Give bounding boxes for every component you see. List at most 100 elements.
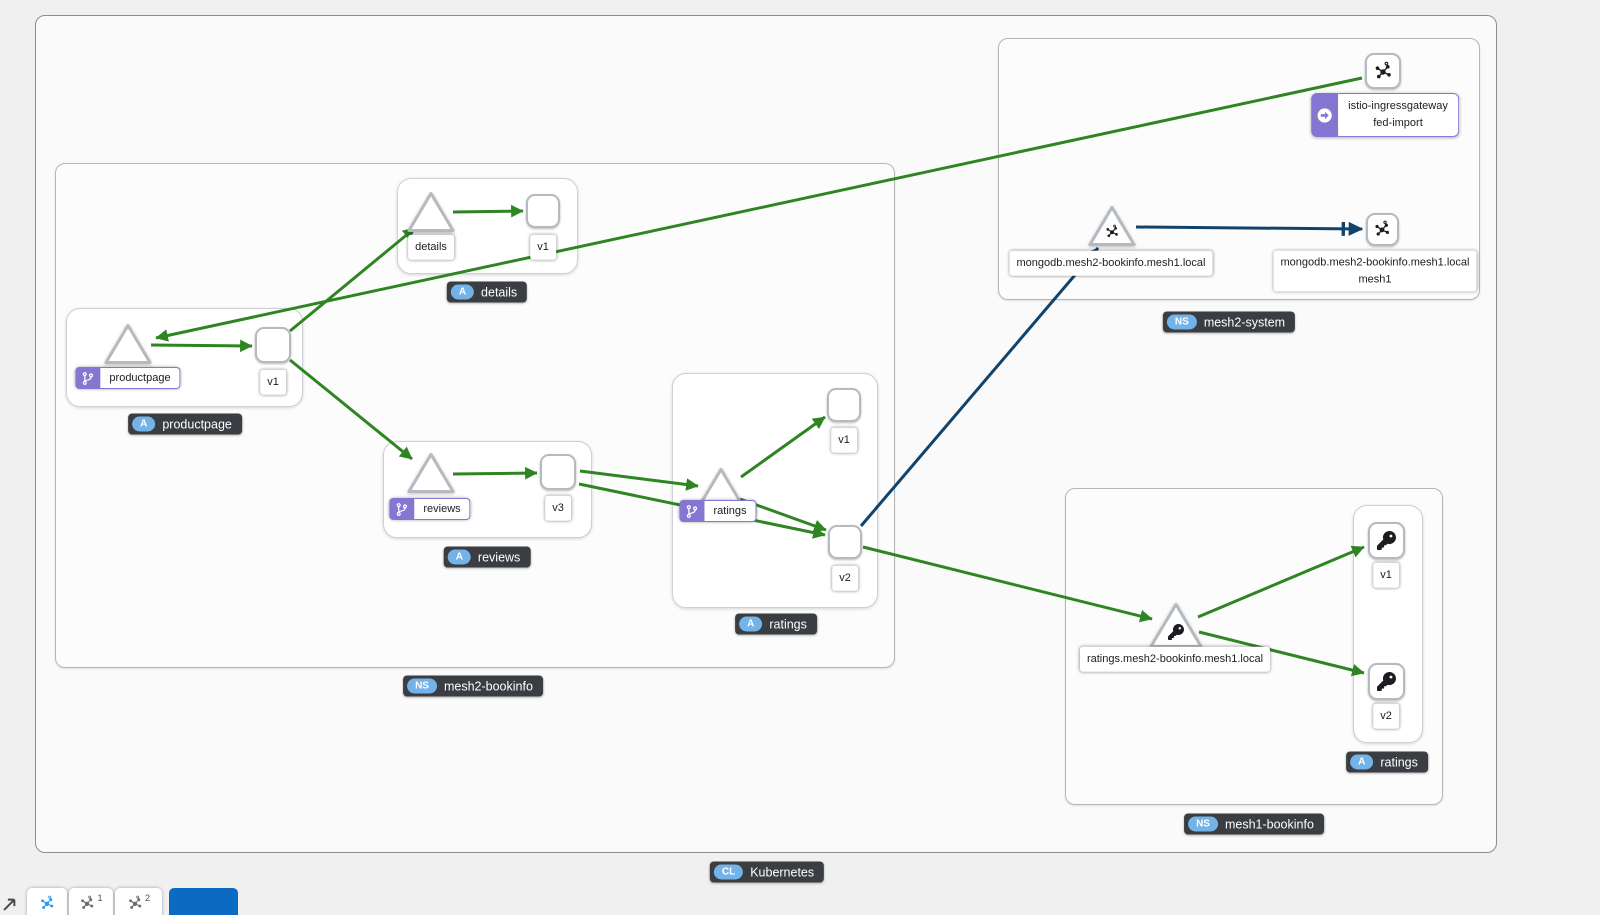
badge-label-mesh2-bookinfo: mesh2-bookinfo bbox=[443, 679, 533, 693]
node-label-istio-ingressgateway: istio-ingressgateway fed-import bbox=[1311, 92, 1459, 138]
badge-pill-ratings: A bbox=[739, 616, 763, 632]
badge-label-productpage: productpage bbox=[162, 417, 232, 431]
node-label-details-v1: v1 bbox=[530, 234, 556, 260]
node-mongodb-mesh1[interactable] bbox=[1365, 212, 1399, 246]
primary-action-button[interactable] bbox=[169, 888, 238, 915]
triangle-shape bbox=[407, 453, 455, 493]
federated-import-arrow-icon bbox=[1317, 107, 1332, 123]
mesh-2-button[interactable]: 2 bbox=[115, 888, 162, 915]
edge-productpage-v1-to-details-service[interactable] bbox=[289, 226, 416, 333]
node-label-ratings-mesh1-service: ratings.mesh2-bookinfo.mesh1.local bbox=[1079, 646, 1271, 672]
node-label-line: mesh1 bbox=[1358, 273, 1392, 285]
node-productpage-service[interactable] bbox=[103, 322, 153, 366]
node-ratings-mesh1-service[interactable] bbox=[1148, 601, 1204, 650]
edge-ingressgateway-to-productpage-service[interactable] bbox=[155, 76, 1363, 342]
mesh-icon bbox=[81, 895, 94, 909]
badge-pill-mesh2-bookinfo: NS bbox=[407, 678, 437, 694]
badge-pill-details: A bbox=[450, 284, 475, 300]
triangle-shape bbox=[407, 192, 455, 232]
mesh-1-button[interactable]: 1 bbox=[69, 888, 113, 915]
node-label-line: v1 bbox=[267, 375, 279, 388]
node-ratings-mesh1-v1[interactable] bbox=[1367, 521, 1405, 559]
key-icon bbox=[1376, 530, 1396, 550]
mesh-icon bbox=[1375, 61, 1391, 79]
cluster-badge-kubernetes: CL Kubernetes bbox=[709, 861, 825, 883]
toolbar-button-superscript: 1 bbox=[97, 893, 103, 903]
app-box-ratings-mesh1[interactable] bbox=[1353, 505, 1423, 743]
node-label-line: istio-ingressgateway bbox=[1348, 99, 1448, 112]
node-istio-ingressgateway[interactable] bbox=[1365, 53, 1401, 89]
node-productpage-v1[interactable] bbox=[255, 327, 291, 363]
node-label-mongodb-mesh1: mongodb.mesh2-bookinfo.mesh1.local mesh1 bbox=[1273, 250, 1477, 292]
external-link-icon bbox=[3, 898, 16, 911]
key-icon bbox=[1168, 623, 1184, 640]
virtual-service-badge bbox=[75, 367, 101, 389]
node-label-line: v2 bbox=[1380, 709, 1392, 722]
edge-ratings-v2-to-mongodb-service[interactable] bbox=[859, 247, 1100, 527]
node-ratings-v2[interactable] bbox=[828, 525, 862, 559]
node-label-line: details bbox=[415, 240, 447, 253]
badge-label-details: details bbox=[481, 285, 518, 299]
key-icon bbox=[1376, 671, 1396, 691]
edge-productpage-service-to-v1[interactable] bbox=[150, 339, 253, 353]
badge-pill-ratings-mesh1: A bbox=[1350, 754, 1374, 770]
node-ratings-mesh1-v2[interactable] bbox=[1367, 662, 1405, 700]
node-ratings-v1[interactable] bbox=[827, 388, 861, 422]
version-branch-icon bbox=[82, 371, 94, 385]
version-branch-icon bbox=[396, 502, 408, 516]
toolbar-button-superscript: 2 bbox=[144, 893, 150, 903]
badge-pill-reviews: A bbox=[447, 549, 471, 565]
edge-ratings-mesh1-service-to-v2[interactable] bbox=[1198, 630, 1365, 677]
node-label-line: fed-import bbox=[1373, 117, 1423, 129]
mesh-graph-button[interactable] bbox=[27, 888, 67, 915]
edge-ratings-service-to-v1[interactable] bbox=[740, 415, 826, 479]
edge-ratings-v2-to-ratings-mesh1-service[interactable] bbox=[862, 545, 1153, 623]
node-label-line: v1 bbox=[1380, 568, 1392, 581]
edge-reviews-service-to-v3[interactable] bbox=[452, 466, 538, 480]
badge-pill-mesh2-system: NS bbox=[1166, 314, 1197, 330]
node-details-v1[interactable] bbox=[526, 194, 560, 228]
node-label-text: productpage bbox=[100, 367, 181, 389]
node-details-service[interactable] bbox=[406, 190, 456, 234]
node-label-line: ratings.mesh2-bookinfo.mesh1.local bbox=[1086, 652, 1264, 665]
badge-pill-productpage: A bbox=[132, 416, 156, 432]
edge-productpage-v1-to-reviews-service[interactable] bbox=[289, 358, 413, 461]
node-label-line: v1 bbox=[838, 433, 850, 446]
badge-label-reviews: reviews bbox=[477, 550, 521, 564]
edge-ratings-mesh1-service-to-v1[interactable] bbox=[1197, 545, 1365, 619]
node-reviews-service[interactable] bbox=[406, 451, 456, 495]
node-label-ratings-mesh1-v1: v1 bbox=[1373, 562, 1399, 588]
node-label-ratings-service: ratings bbox=[679, 500, 757, 522]
edge-reviews-v3-to-ratings-service[interactable] bbox=[579, 469, 699, 491]
node-label-productpage-service: productpage bbox=[75, 367, 181, 389]
version-branch-icon bbox=[686, 504, 698, 518]
node-label-line: v3 bbox=[552, 501, 564, 514]
virtual-service-badge bbox=[389, 498, 415, 520]
node-label-mongodb-service: mongodb.mesh2-bookinfo.mesh1.local bbox=[1009, 250, 1213, 276]
badge-label-ratings-mesh1: ratings bbox=[1380, 755, 1418, 769]
badge-pill-mesh1-bookinfo: NS bbox=[1188, 816, 1218, 832]
badge-pill-kubernetes: CL bbox=[713, 864, 744, 880]
node-label-text: reviews bbox=[414, 498, 471, 520]
badge-label-kubernetes: Kubernetes bbox=[750, 865, 815, 879]
node-label-line: v2 bbox=[839, 571, 851, 584]
node-mongodb-service[interactable] bbox=[1087, 204, 1137, 248]
node-label-details-service: details bbox=[408, 234, 454, 260]
node-reviews-v3[interactable] bbox=[540, 454, 576, 490]
badge-label-mesh2-system: mesh2-system bbox=[1203, 315, 1286, 329]
node-label-reviews-service: reviews bbox=[389, 498, 471, 520]
toolbar-corner-icon[interactable] bbox=[3, 898, 16, 915]
node-label-line: mongodb.mesh2-bookinfo.mesh1.local bbox=[1280, 256, 1470, 269]
edge-details-service-to-v1[interactable] bbox=[452, 204, 524, 218]
edge-mongodb-service-to-mongodb-mesh1[interactable] bbox=[1135, 221, 1364, 236]
